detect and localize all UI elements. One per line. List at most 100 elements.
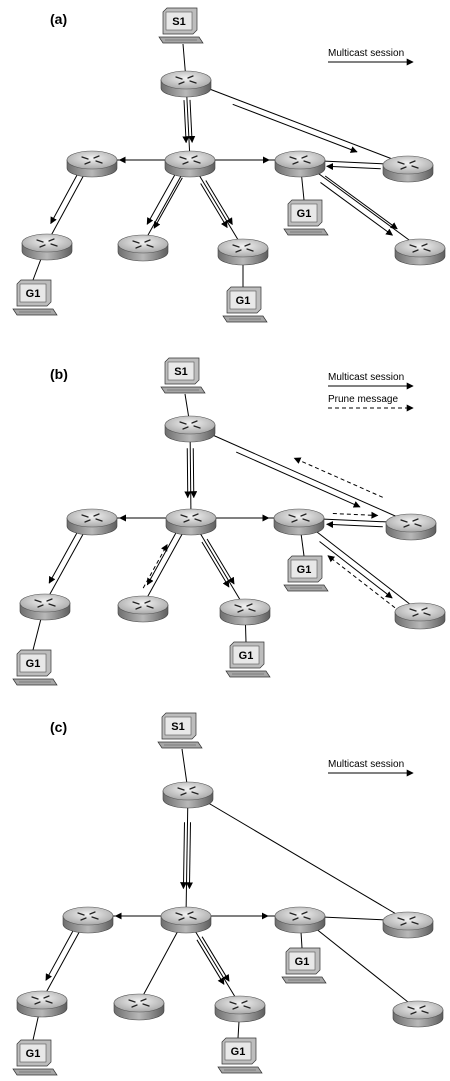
link-line [298, 517, 421, 613]
session-arrow [50, 173, 79, 225]
panel-label: (b) [50, 366, 68, 382]
legend: Multicast session [328, 48, 414, 66]
router-icon [164, 150, 216, 178]
computer-label: G1 [297, 564, 312, 576]
router-icon [385, 513, 437, 541]
routers [16, 781, 444, 1028]
session-arrow [182, 100, 190, 144]
router-icon [165, 508, 217, 536]
session-arrow [146, 532, 177, 586]
router-icon [62, 906, 114, 934]
router-icon [217, 238, 269, 266]
session-arrow [45, 929, 74, 981]
session-arrow [180, 822, 188, 890]
computer-label: G1 [295, 956, 310, 968]
session-arrow [200, 183, 228, 229]
router-icon [219, 598, 271, 626]
computer-label: G1 [26, 658, 41, 670]
link-line [185, 79, 409, 166]
session-arrow [186, 822, 194, 890]
panel-label: (a) [50, 11, 67, 27]
links [32, 748, 419, 1041]
session-arrow [188, 99, 196, 143]
session-arrow [153, 177, 183, 229]
router-icon [394, 238, 446, 266]
session-arrow [201, 936, 230, 982]
router-icon [19, 593, 71, 621]
member-computer: G1 [222, 286, 268, 323]
session-arrow [235, 451, 361, 508]
session-arrow [320, 182, 394, 236]
session-arrow [206, 538, 235, 585]
computer-label: G1 [239, 650, 254, 662]
computer-label: G1 [26, 1048, 41, 1060]
computer-label: G1 [26, 288, 41, 300]
link-line [299, 159, 421, 249]
session-arrow [205, 180, 233, 226]
session-arrow [48, 531, 78, 584]
router-icon [274, 906, 326, 934]
session-arrow [190, 448, 198, 499]
link-line [187, 790, 409, 922]
source-computer: S1 [160, 357, 206, 394]
router-icon [160, 70, 212, 98]
link-line [299, 915, 419, 1011]
router-icon [113, 993, 165, 1021]
legend-label: Multicast session [328, 372, 404, 383]
member-computer: G1 [12, 1039, 58, 1076]
prune-arrow [332, 511, 379, 519]
source-computer: S1 [158, 7, 204, 44]
link-line [189, 424, 412, 524]
computer-label: S1 [171, 721, 184, 733]
member-computer: G1 [283, 555, 329, 592]
session-arrow [326, 163, 381, 171]
routers [21, 70, 446, 266]
panel-label: (c) [50, 719, 67, 735]
router-icon [274, 150, 326, 178]
router-icon [392, 1000, 444, 1028]
router-icon [382, 155, 434, 183]
prune-arrow [293, 457, 383, 498]
member-computer: G1 [281, 947, 327, 984]
router-icon [66, 508, 118, 536]
member-computer: G1 [12, 279, 58, 316]
source-computer: S1 [157, 712, 203, 749]
computer-label: G1 [231, 1046, 246, 1058]
router-icon [117, 595, 169, 623]
session-arrow [196, 939, 225, 985]
member-computer: G1 [225, 641, 271, 678]
router-icon [214, 995, 266, 1023]
router-icon [117, 234, 169, 262]
flows [50, 99, 398, 236]
session-arrow [146, 173, 176, 225]
router-icon [162, 781, 214, 809]
computer-label: G1 [297, 208, 312, 220]
computer-label: S1 [172, 16, 185, 28]
computer-label: S1 [174, 366, 187, 378]
prune-arrow [327, 555, 401, 613]
legend: Multicast session [328, 759, 414, 777]
legend-label: Multicast session [328, 48, 404, 59]
legend-label: Multicast session [328, 759, 404, 770]
session-arrow [319, 541, 393, 599]
member-computer: G1 [12, 649, 58, 686]
flows [45, 822, 269, 985]
session-arrow [232, 103, 358, 153]
member-computer: G1 [283, 199, 329, 236]
session-arrow [184, 448, 192, 499]
routers [19, 415, 446, 630]
prune-arrow [142, 543, 168, 589]
legend-label: Prune message [328, 394, 398, 405]
flows [48, 448, 401, 613]
computer-label: G1 [236, 295, 251, 307]
session-arrow [201, 541, 230, 588]
session-arrow [326, 521, 383, 529]
member-computer: G1 [217, 1037, 263, 1074]
router-icon [160, 906, 212, 934]
link-line [185, 790, 189, 917]
router-icon [273, 508, 325, 536]
router-icon [164, 415, 216, 443]
